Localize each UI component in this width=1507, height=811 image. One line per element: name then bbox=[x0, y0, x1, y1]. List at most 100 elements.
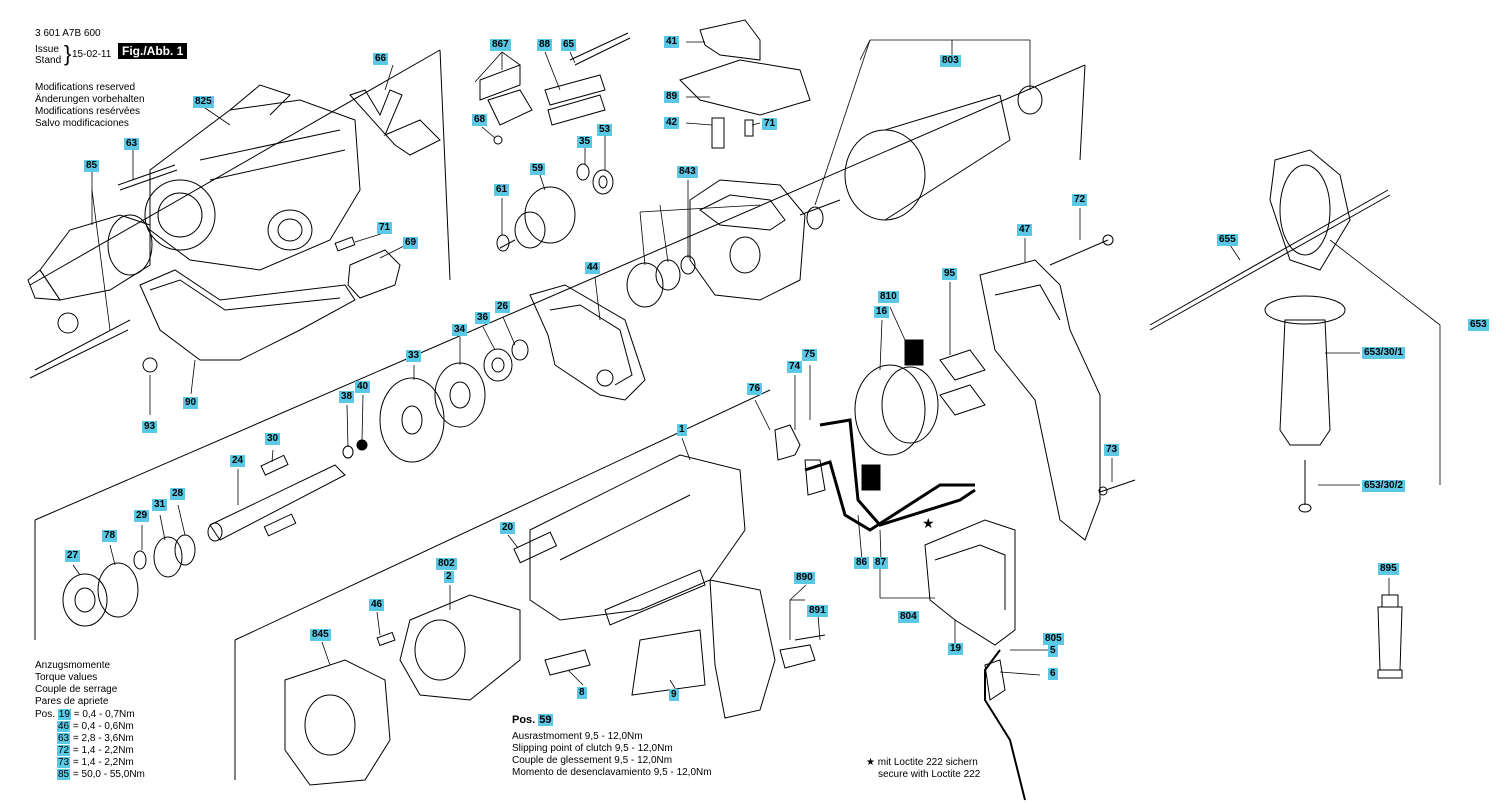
part-label-74[interactable]: 74 bbox=[787, 361, 803, 373]
torque-pos-73[interactable]: 73 bbox=[57, 757, 71, 768]
torque-value: = 50,0 - 55,0Nm bbox=[72, 769, 145, 780]
fan-housing-845 bbox=[284, 659, 391, 786]
part-label-803[interactable]: 803 bbox=[940, 55, 961, 67]
part-label-61[interactable]: 61 bbox=[494, 184, 510, 196]
part-label-30[interactable]: 30 bbox=[265, 433, 281, 445]
part-label-29[interactable]: 29 bbox=[134, 510, 150, 522]
part-label-87[interactable]: 87 bbox=[873, 557, 889, 569]
part-label-35[interactable]: 35 bbox=[577, 136, 593, 148]
part-label-44[interactable]: 44 bbox=[585, 262, 601, 274]
part-label-26[interactable]: 26 bbox=[495, 301, 511, 313]
torque-value: = 1,4 - 2,2Nm bbox=[72, 745, 134, 756]
knob-69 bbox=[347, 249, 401, 299]
part-label-73[interactable]: 73 bbox=[1104, 444, 1120, 456]
part-label-42[interactable]: 42 bbox=[664, 117, 680, 129]
torque-pos-46[interactable]: 46 bbox=[57, 721, 71, 732]
notice-line: Änderungen vorbehalten bbox=[35, 94, 145, 105]
part-label-655[interactable]: 655 bbox=[1217, 234, 1238, 246]
part-label-65[interactable]: 65 bbox=[561, 39, 577, 51]
part-label-6[interactable]: 6 bbox=[1048, 668, 1058, 680]
part-label-34[interactable]: 34 bbox=[452, 324, 468, 336]
part-label-66[interactable]: 66 bbox=[373, 53, 389, 65]
issue-date: 15-02-11 bbox=[72, 49, 112, 60]
part-label-8[interactable]: 8 bbox=[577, 687, 587, 699]
drill-chuck-85 bbox=[27, 214, 153, 379]
part-label-20[interactable]: 20 bbox=[500, 522, 516, 534]
part-label-845[interactable]: 845 bbox=[310, 629, 331, 641]
part-label-9[interactable]: 9 bbox=[669, 689, 679, 701]
part-label-890[interactable]: 890 bbox=[794, 572, 815, 584]
part-label-5[interactable]: 5 bbox=[1048, 645, 1058, 657]
part-label-33[interactable]: 33 bbox=[406, 350, 422, 362]
part-label-47[interactable]: 47 bbox=[1017, 224, 1033, 236]
part-label-2[interactable]: 2 bbox=[444, 571, 454, 583]
part-label-24[interactable]: 24 bbox=[230, 455, 246, 467]
part-label-95[interactable]: 95 bbox=[942, 268, 958, 280]
torque-row: Pos. 19 = 0,4 - 0,7Nm bbox=[35, 709, 135, 721]
part-label-36[interactable]: 36 bbox=[475, 312, 491, 324]
part-label-53[interactable]: 53 bbox=[597, 124, 613, 136]
part-label-38[interactable]: 38 bbox=[339, 391, 355, 403]
plane-border bbox=[1079, 64, 1086, 161]
part-label-1[interactable]: 1 bbox=[677, 424, 687, 436]
part-label-810[interactable]: 810 bbox=[878, 291, 899, 303]
part-label-46[interactable]: 46 bbox=[369, 599, 385, 611]
part-label-41[interactable]: 41 bbox=[664, 36, 680, 48]
main-housing-1 bbox=[529, 454, 776, 719]
part-label-59[interactable]: 59 bbox=[530, 163, 546, 175]
torque-pos-85[interactable]: 85 bbox=[57, 769, 71, 780]
issue-label: Issue bbox=[35, 44, 59, 55]
part-label-825[interactable]: 825 bbox=[193, 96, 214, 108]
brush-holder-16 bbox=[854, 364, 939, 456]
torque-pos-63[interactable]: 63 bbox=[57, 733, 71, 744]
part-label-76[interactable]: 76 bbox=[747, 383, 763, 395]
clutch-pos-59[interactable]: 59 bbox=[538, 714, 553, 726]
torque-title: Anzugsmomente bbox=[35, 660, 111, 671]
part-label-85[interactable]: 85 bbox=[84, 160, 100, 172]
part-label-653-30-1[interactable]: 653/30/1 bbox=[1362, 347, 1405, 359]
clutch-title: Pos. 59 bbox=[512, 714, 553, 726]
part-label-867[interactable]: 867 bbox=[490, 39, 511, 51]
bracket-44 bbox=[529, 284, 646, 401]
torque-row: 72 = 1,4 - 2,2Nm bbox=[57, 745, 134, 757]
clutch-line: Momento de desenclavamiento 9,5 - 12,0Nm bbox=[512, 767, 712, 778]
part-label-891[interactable]: 891 bbox=[807, 605, 828, 617]
part-label-69[interactable]: 69 bbox=[403, 237, 419, 249]
part-label-40[interactable]: 40 bbox=[355, 381, 371, 393]
part-label-16[interactable]: 16 bbox=[874, 306, 890, 318]
torque-pos-72[interactable]: 72 bbox=[57, 745, 71, 756]
part-label-895[interactable]: 895 bbox=[1378, 563, 1399, 575]
part-label-802[interactable]: 802 bbox=[436, 558, 457, 570]
clutch-line: Couple de glessement 9,5 - 12,0Nm bbox=[512, 755, 673, 766]
part-label-93[interactable]: 93 bbox=[142, 421, 158, 433]
part-label-68[interactable]: 68 bbox=[472, 114, 488, 126]
part-label-78[interactable]: 78 bbox=[102, 530, 118, 542]
star-icon: ★ bbox=[866, 757, 875, 768]
part-label-71b[interactable]: 71 bbox=[762, 118, 778, 130]
torque-title: Torque values bbox=[35, 672, 98, 683]
part-label-19[interactable]: 19 bbox=[948, 643, 964, 655]
part-label-88[interactable]: 88 bbox=[537, 39, 553, 51]
part-label-653-30-2[interactable]: 653/30/2 bbox=[1362, 480, 1405, 492]
bearing-27 bbox=[62, 573, 108, 627]
part-label-72[interactable]: 72 bbox=[1072, 194, 1088, 206]
part-label-90[interactable]: 90 bbox=[183, 397, 199, 409]
part-label-653[interactable]: 653 bbox=[1468, 319, 1489, 331]
part-label-804[interactable]: 804 bbox=[898, 611, 919, 623]
cover-90 bbox=[139, 269, 356, 361]
screw-72 bbox=[1049, 239, 1109, 266]
part-label-86[interactable]: 86 bbox=[854, 557, 870, 569]
fork-66 bbox=[349, 89, 441, 156]
part-label-31[interactable]: 31 bbox=[152, 499, 168, 511]
part-label-75[interactable]: 75 bbox=[802, 349, 818, 361]
torque-pos-19[interactable]: 19 bbox=[57, 709, 71, 720]
gear-34 bbox=[434, 362, 486, 428]
part-label-71[interactable]: 71 bbox=[377, 222, 393, 234]
part-label-843[interactable]: 843 bbox=[677, 166, 698, 178]
part-label-89[interactable]: 89 bbox=[664, 91, 680, 103]
part-label-27[interactable]: 27 bbox=[65, 550, 81, 562]
part-label-63[interactable]: 63 bbox=[124, 138, 140, 150]
part-label-805[interactable]: 805 bbox=[1043, 633, 1064, 645]
part-label-28[interactable]: 28 bbox=[170, 488, 186, 500]
